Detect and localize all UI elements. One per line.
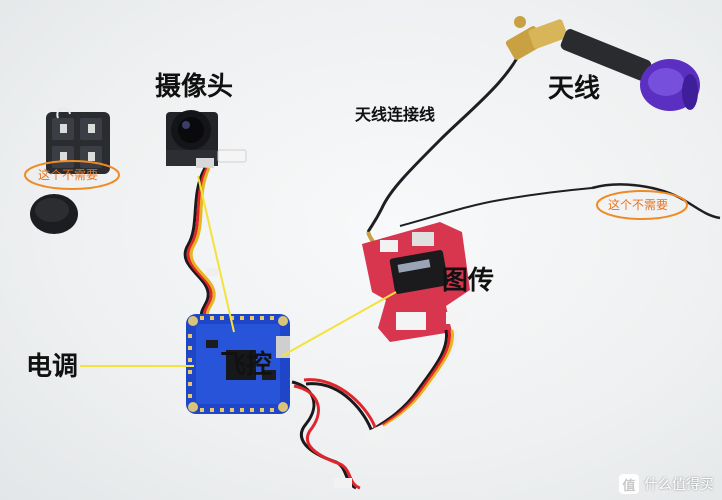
lens-cap: [30, 194, 78, 234]
watermark-logo-icon: 值: [619, 474, 639, 494]
label-vtx: 图传: [442, 266, 495, 296]
switch-module: [46, 107, 110, 174]
watermark: 值 什么值得买: [619, 474, 714, 494]
label-antenna: 天线: [548, 74, 601, 104]
note-left: 这个不需要: [38, 168, 99, 182]
watermark-text: 什么值得买: [644, 477, 714, 493]
leader-lines: [80, 175, 397, 367]
vtx-board: [362, 222, 470, 342]
note-ellipse-left: [24, 160, 120, 190]
label-esc: 电调: [26, 352, 79, 382]
note-ellipse-right: [596, 190, 688, 220]
label-fc: 飞控: [220, 350, 273, 380]
label-camera: 摄像头: [155, 72, 234, 102]
antenna: [560, 29, 700, 111]
camera-module: [166, 110, 247, 168]
antenna-connector: [505, 16, 568, 60]
label-antenna-connector: 天线连接线: [355, 105, 436, 124]
note-right: 这个不需要: [608, 198, 669, 212]
flight-controller: [186, 314, 290, 414]
